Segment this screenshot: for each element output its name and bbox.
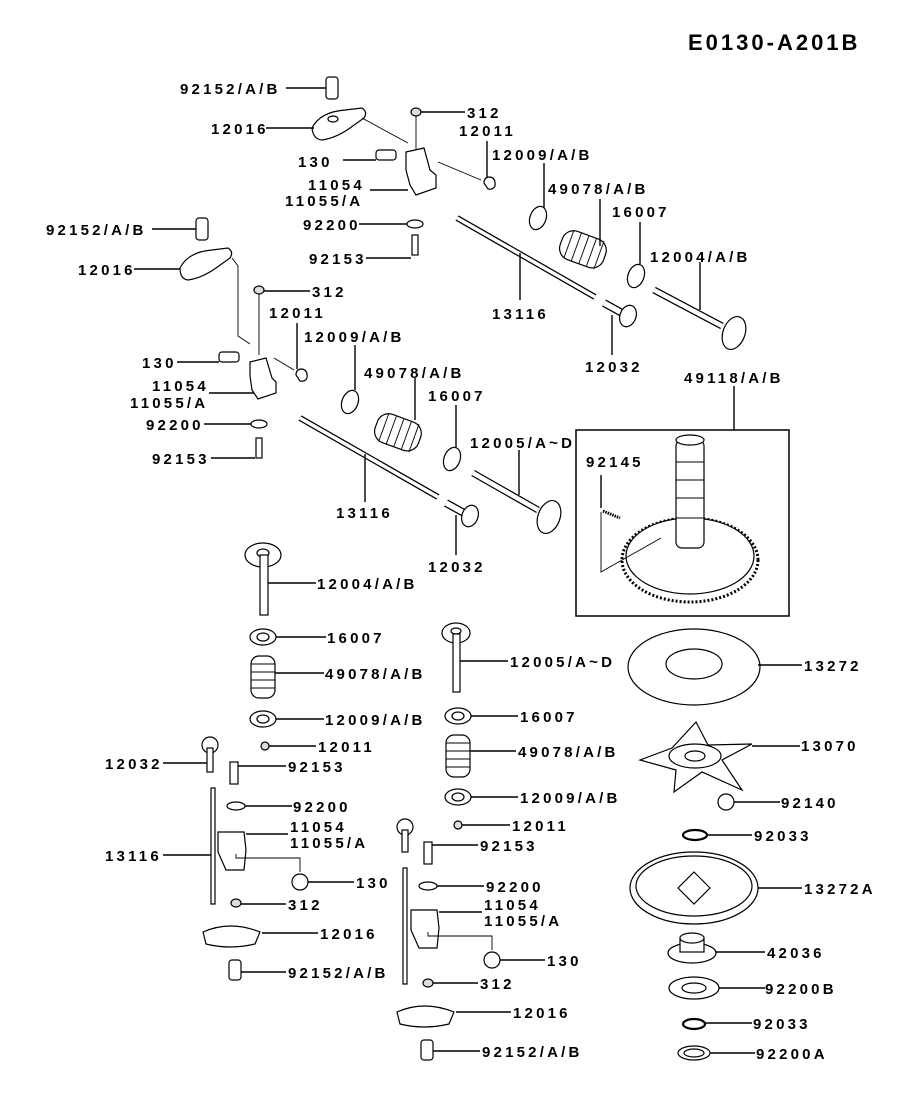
part-label: 42036 bbox=[767, 945, 825, 962]
part-label: 92140 bbox=[781, 795, 839, 812]
part-label: 92200 bbox=[293, 799, 351, 816]
part-label: 312 bbox=[467, 105, 502, 122]
part-label: 92200 bbox=[146, 417, 204, 434]
governor-stack bbox=[627, 628, 802, 1061]
part-label: 13116 bbox=[336, 505, 393, 522]
part-label: 92152/A/B bbox=[180, 81, 281, 98]
part-label: 12032 bbox=[428, 559, 486, 576]
lower-middle-assembly bbox=[396, 622, 545, 1061]
part-label: 92200 bbox=[303, 217, 361, 234]
part-label: 12032 bbox=[105, 756, 163, 773]
part-label: 11055/A bbox=[130, 395, 208, 412]
part-label: 312 bbox=[312, 284, 347, 301]
part-label: 11054 bbox=[152, 378, 209, 395]
part-label: 11054 bbox=[308, 177, 365, 194]
part-label: 92200B bbox=[765, 981, 837, 998]
part-label: 12009/A/B bbox=[520, 790, 621, 807]
part-label: 11055/A bbox=[285, 193, 363, 210]
part-label: 16007 bbox=[612, 204, 670, 221]
part-label: 13272A bbox=[804, 881, 876, 898]
part-label: 16007 bbox=[428, 388, 486, 405]
part-label: 312 bbox=[288, 897, 323, 914]
part-label: 13116 bbox=[492, 306, 549, 323]
part-label: 16007 bbox=[520, 709, 578, 726]
part-label: 11055/A bbox=[484, 913, 562, 930]
part-label: 49078/A/B bbox=[325, 666, 426, 683]
upper-rocker-assembly bbox=[266, 76, 496, 259]
part-label: 92200A bbox=[756, 1046, 828, 1063]
part-label: 12016 bbox=[320, 926, 378, 943]
part-label: 12009/A/B bbox=[304, 329, 405, 346]
inset-label: 49118/A/B bbox=[684, 370, 784, 387]
part-label: 12011 bbox=[269, 305, 326, 322]
part-label: 12016 bbox=[513, 1005, 571, 1022]
part-label: 11054 bbox=[484, 897, 541, 914]
part-label: 130 bbox=[298, 154, 333, 171]
part-label: 12009/A/B bbox=[325, 712, 426, 729]
part-label: 92033 bbox=[753, 1016, 811, 1033]
part-labels: 92152/A/B 12016 312 12011 130 12009/A/B … bbox=[46, 81, 876, 1063]
part-label: 12032 bbox=[585, 359, 643, 376]
part-label: 13272 bbox=[804, 658, 862, 675]
part-label: 16007 bbox=[327, 630, 385, 647]
part-label: 92152/A/B bbox=[288, 965, 389, 982]
camshaft-inset bbox=[575, 386, 790, 617]
part-label: 130 bbox=[142, 355, 177, 372]
part-label: 92153 bbox=[152, 451, 210, 468]
part-label: 12016 bbox=[211, 121, 269, 138]
part-label: 49078/A/B bbox=[518, 744, 619, 761]
part-label: 92153 bbox=[309, 251, 367, 268]
part-label: 92145 bbox=[586, 454, 644, 471]
part-label: 12005/A~D bbox=[510, 654, 615, 671]
part-label: 49078/A/B bbox=[548, 181, 649, 198]
part-label: 92153 bbox=[288, 759, 346, 776]
part-label: 12016 bbox=[78, 262, 136, 279]
part-label: 92152/A/B bbox=[46, 222, 147, 239]
diagram-code: E0130-A201B bbox=[688, 30, 860, 55]
part-label: 92200 bbox=[486, 879, 544, 896]
middle-rocker-assembly bbox=[134, 217, 310, 459]
pivot-part bbox=[325, 76, 339, 100]
part-label: 12004/A/B bbox=[650, 249, 751, 266]
camshaft bbox=[675, 439, 705, 549]
lower-left-assembly bbox=[163, 542, 354, 981]
middle-valve-train bbox=[298, 345, 562, 555]
part-label: 12011 bbox=[459, 123, 516, 140]
part-label: 13070 bbox=[801, 738, 859, 755]
part-label: 130 bbox=[547, 953, 582, 970]
part-label: 12011 bbox=[318, 739, 375, 756]
part-label: 13116 bbox=[105, 848, 162, 865]
part-label: 92153 bbox=[480, 838, 538, 855]
part-label: 12009/A/B bbox=[492, 147, 593, 164]
part-label: 130 bbox=[356, 875, 391, 892]
part-label: 12004/A/B bbox=[317, 576, 418, 593]
part-label: 312 bbox=[480, 976, 515, 993]
part-label: 11054 bbox=[290, 819, 347, 836]
part-label: 49078/A/B bbox=[364, 365, 465, 382]
inset-frame bbox=[575, 429, 790, 617]
upper-valve-train bbox=[455, 163, 747, 355]
part-label: 92033 bbox=[754, 828, 812, 845]
part-label: 11055/A bbox=[290, 835, 368, 852]
part-label: 92152/A/B bbox=[482, 1044, 583, 1061]
part-label: 12005/A~D bbox=[470, 435, 575, 452]
part-label: 12011 bbox=[512, 818, 569, 835]
rocker-arm bbox=[311, 107, 367, 141]
bracket bbox=[405, 147, 437, 196]
